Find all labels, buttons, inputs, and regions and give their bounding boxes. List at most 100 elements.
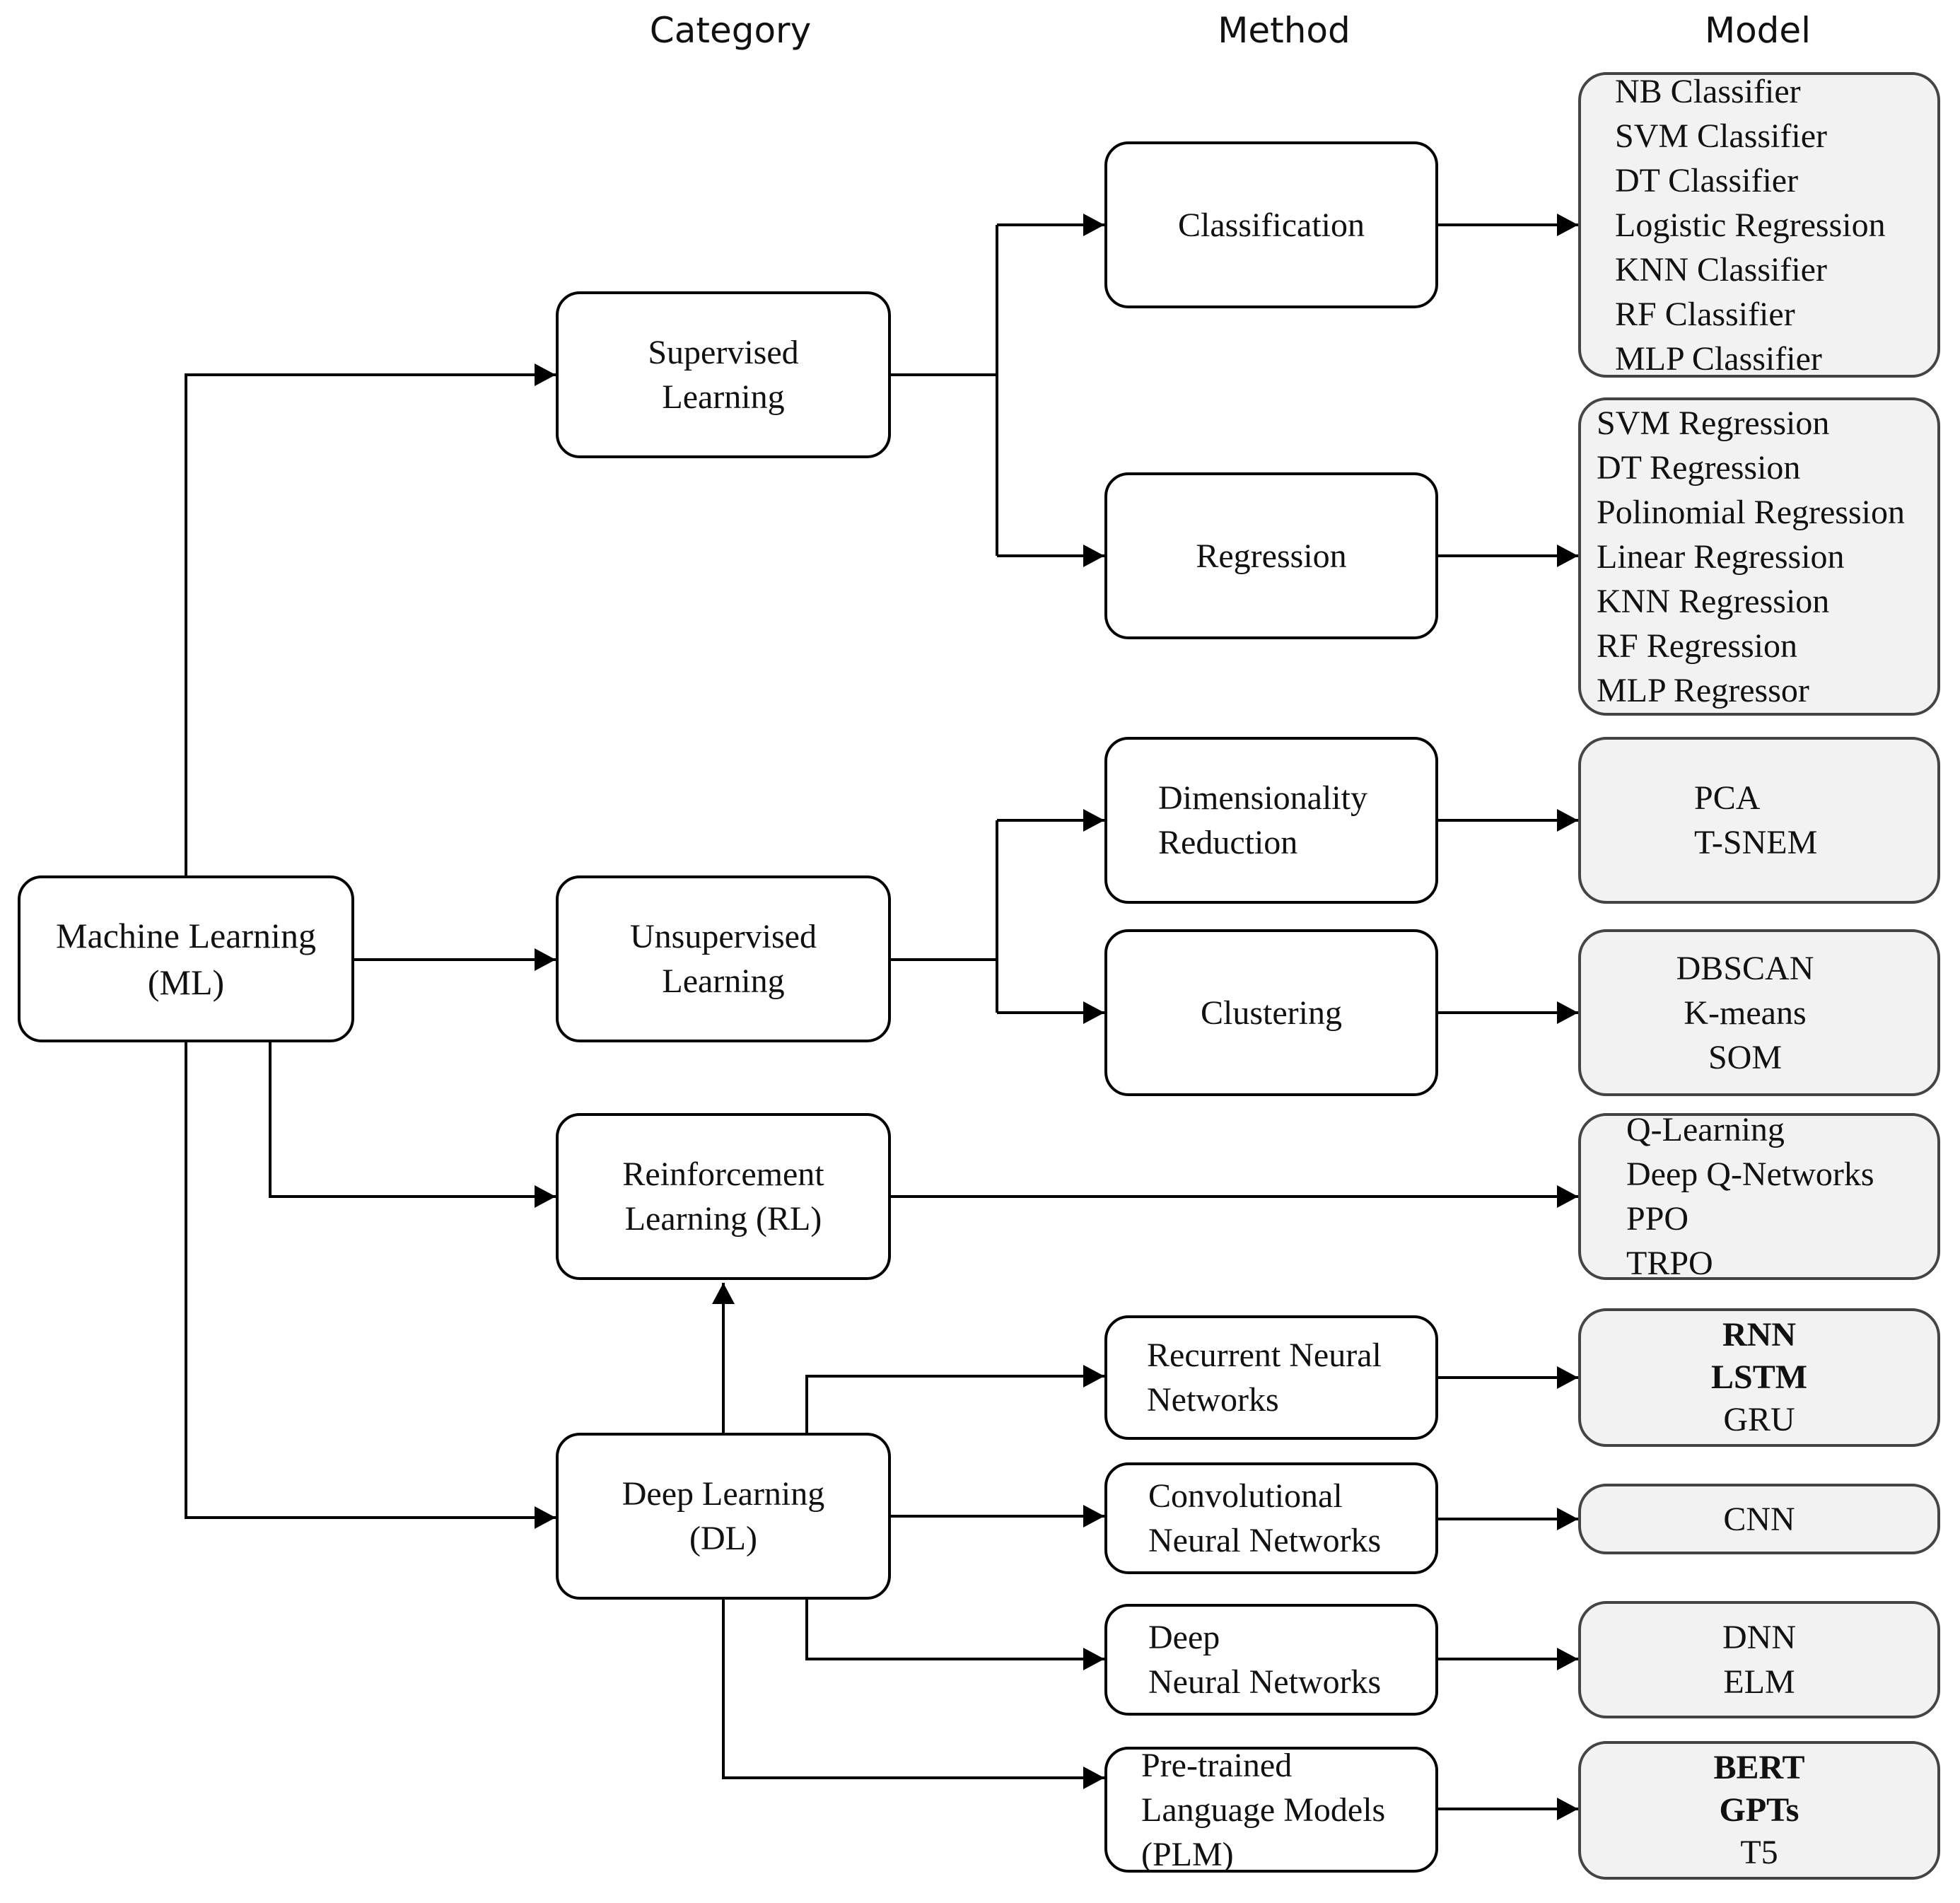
node-supervised-learning: Supervised Learning [556, 291, 891, 458]
node-label-line: Reduction [1158, 824, 1298, 861]
models-dnn: DNN ELM [1578, 1601, 1940, 1718]
node-recurrent-neural-networks: Recurrent Neural Networks [1104, 1315, 1438, 1440]
model-item: ELM [1723, 1663, 1795, 1701]
model-item: GPTs [1719, 1791, 1799, 1829]
models-plm: BERT GPTs T5 [1578, 1741, 1940, 1880]
model-item: RF Classifier [1615, 295, 1795, 333]
node-label-line: Reinforcement [622, 1156, 824, 1193]
models-classification: NB Classifier SVM Classifier DT Classifi… [1578, 72, 1940, 378]
model-item: CNN [1723, 1500, 1795, 1538]
node-label-line: Pre-trained [1141, 1746, 1293, 1784]
node-label-line: (DL) [689, 1520, 757, 1557]
models-dimensionality: PCA T-SNEM [1578, 737, 1940, 904]
node-label-line: Deep Learning [622, 1475, 825, 1513]
models-clustering: DBSCAN K-means SOM [1578, 929, 1940, 1096]
model-item: PPO [1626, 1200, 1689, 1238]
node-label-line: (PLM) [1141, 1835, 1234, 1873]
column-header-method: Method [1218, 10, 1351, 51]
node-label-line: Machine Learning [56, 916, 316, 955]
arrowhead-deep-to-plm [1083, 1767, 1104, 1789]
models-reinforcement: Q-Learning Deep Q-Networks PPO TRPO [1578, 1111, 1940, 1282]
node-label-line: Convolutional [1148, 1477, 1343, 1515]
model-item: MLP Classifier [1615, 339, 1822, 378]
arrowhead-to-regression [1083, 545, 1104, 567]
model-item: PCA [1694, 779, 1761, 817]
node-label-line: (ML) [147, 962, 225, 1002]
column-header-model: Model [1704, 10, 1812, 51]
models-cnn: CNN [1578, 1484, 1940, 1554]
arrowhead-classification-to-models [1557, 214, 1578, 236]
node-label-line: Networks [1147, 1381, 1279, 1419]
node-label-line: Classification [1178, 206, 1365, 244]
node-deep-learning: Deep Learning (DL) [556, 1433, 891, 1600]
node-convolutional-neural-networks: Convolutional Neural Networks [1104, 1462, 1438, 1574]
node-classification: Classification [1104, 141, 1438, 308]
arrow-deep-to-plm [722, 1600, 1104, 1779]
model-item: GRU [1723, 1401, 1795, 1438]
node-label-line: Language Models [1141, 1791, 1386, 1829]
model-item: Polinomial Regression [1597, 493, 1905, 531]
model-item: DNN [1722, 1619, 1796, 1656]
arrow-ml-to-deep [185, 1042, 556, 1519]
arrowhead-deep-to-dnn [1083, 1648, 1104, 1670]
model-item: DT Classifier [1615, 161, 1799, 199]
model-item: LSTM [1710, 1358, 1808, 1396]
arrowhead-ml-to-deep [535, 1506, 556, 1529]
arrow-deep-to-rnn [805, 1375, 1104, 1433]
arrowhead-regression-to-models [1557, 545, 1578, 567]
models-regression: SVM Regression DT Regression Polinomial … [1578, 397, 1940, 716]
model-item: KNN Classifier [1615, 250, 1827, 289]
arrowhead-to-clustering [1083, 1001, 1104, 1024]
node-label-line: Neural Networks [1148, 1663, 1382, 1701]
model-item: RF Regression [1597, 627, 1798, 665]
node-deep-neural-networks: Deep Neural Networks [1104, 1604, 1438, 1716]
arrow-supervised-split [891, 225, 998, 556]
model-item: MLP Regressor [1597, 671, 1809, 709]
arrowhead-clustering-to-models [1557, 1001, 1578, 1024]
node-machine-learning: Machine Learning (ML) [18, 875, 354, 1042]
node-reinforcement-learning: Reinforcement Learning (RL) [556, 1113, 891, 1280]
node-label-line: Learning (RL) [624, 1200, 822, 1238]
node-clustering: Clustering [1104, 929, 1438, 1096]
arrowheads [535, 214, 1578, 1820]
node-label-line: Neural Networks [1148, 1522, 1382, 1559]
model-item: TRPO [1626, 1245, 1713, 1282]
node-unsupervised-learning: Unsupervised Learning [556, 875, 891, 1042]
model-item: SVM Regression [1597, 404, 1830, 442]
arrow-unsupervised-split [891, 820, 998, 1013]
node-label-line: Unsupervised [630, 918, 817, 955]
arrowhead-ml-to-reinforcement [535, 1185, 556, 1208]
node-label-line: Clustering [1201, 994, 1342, 1032]
model-item: T-SNEM [1694, 824, 1818, 861]
column-header-category: Category [649, 10, 812, 51]
model-item: BERT [1713, 1749, 1805, 1786]
arrowhead-to-dimensionality [1083, 809, 1104, 832]
arrowhead-ml-to-supervised [535, 363, 556, 386]
model-item: NB Classifier [1615, 72, 1801, 110]
arrowhead-deep-to-reinforcement [712, 1283, 735, 1304]
arrowhead-dnn-to-models [1557, 1648, 1578, 1670]
arrowhead-deep-to-cnn [1083, 1505, 1104, 1527]
model-item: SVM Classifier [1615, 117, 1827, 155]
node-label-line: Supervised [648, 334, 799, 371]
model-item: T5 [1740, 1834, 1778, 1871]
node-label-line: Regression [1196, 537, 1347, 575]
node-label-line: Recurrent Neural [1147, 1337, 1382, 1374]
model-item: K-means [1684, 994, 1807, 1032]
node-dimensionality-reduction: Dimensionality Reduction [1104, 737, 1438, 904]
node-regression: Regression [1104, 472, 1438, 639]
model-item: Q-Learning [1626, 1111, 1785, 1148]
node-label-line: Learning [662, 378, 785, 416]
arrowhead-deep-to-rnn [1083, 1365, 1104, 1387]
arrowhead-dimensionality-to-models [1557, 809, 1578, 832]
node-label-line: Deep [1148, 1619, 1220, 1656]
arrowhead-reinforcement-to-models [1557, 1185, 1578, 1208]
model-item: Deep Q-Networks [1626, 1156, 1874, 1193]
arrowhead-to-classification [1083, 214, 1104, 236]
arrowhead-plm-to-models [1557, 1798, 1578, 1820]
model-item: SOM [1708, 1038, 1783, 1076]
model-item: Linear Regression [1597, 537, 1845, 576]
model-item: RNN [1722, 1316, 1796, 1354]
